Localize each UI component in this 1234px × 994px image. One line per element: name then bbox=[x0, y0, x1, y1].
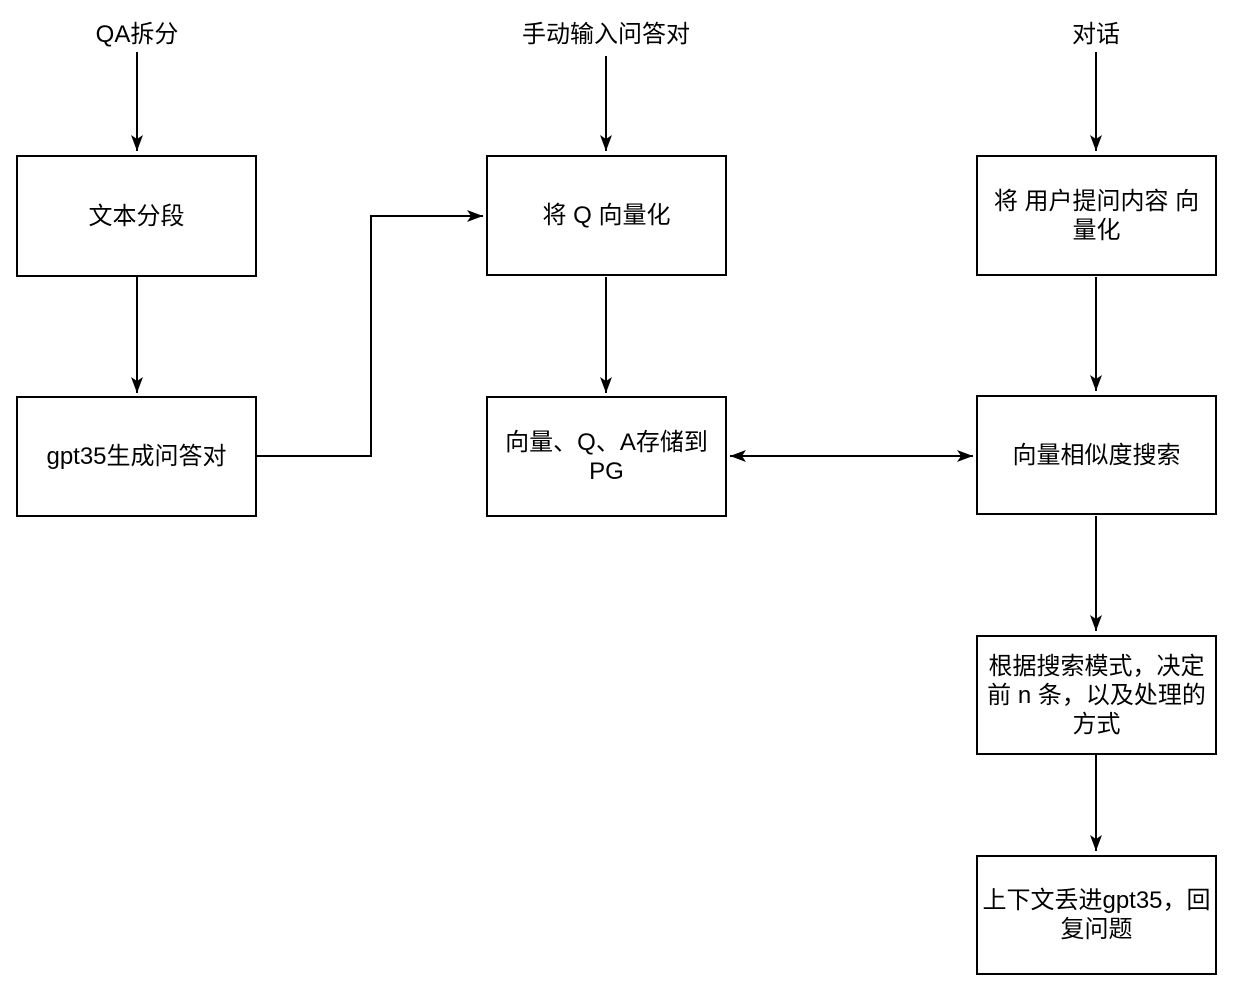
node-store-to-pg: 向量、Q、A存储到PG bbox=[486, 396, 727, 517]
node-gpt35-reply: 上下文丢进gpt35，回复问题 bbox=[976, 855, 1217, 975]
flow-label-manual-input: 手动输入问答对 bbox=[522, 21, 690, 48]
node-vectorize-q: 将 Q 向量化 bbox=[486, 155, 727, 276]
flow-label-dialogue: 对话 bbox=[1072, 21, 1120, 48]
flow-label-qa-split: QA拆分 bbox=[95, 21, 179, 48]
arrow-gpt35-to-vectorize-q bbox=[257, 210, 483, 457]
node-vectorize-user-question: 将 用户提问内容 向量化 bbox=[976, 155, 1217, 276]
node-vector-similarity-search: 向量相似度搜索 bbox=[976, 395, 1217, 515]
node-text-segmentation: 文本分段 bbox=[16, 155, 257, 277]
node-search-mode-decision: 根据搜索模式，决定前 n 条，以及处理的方式 bbox=[976, 635, 1217, 755]
node-gpt35-generate-qa: gpt35生成问答对 bbox=[16, 396, 257, 517]
